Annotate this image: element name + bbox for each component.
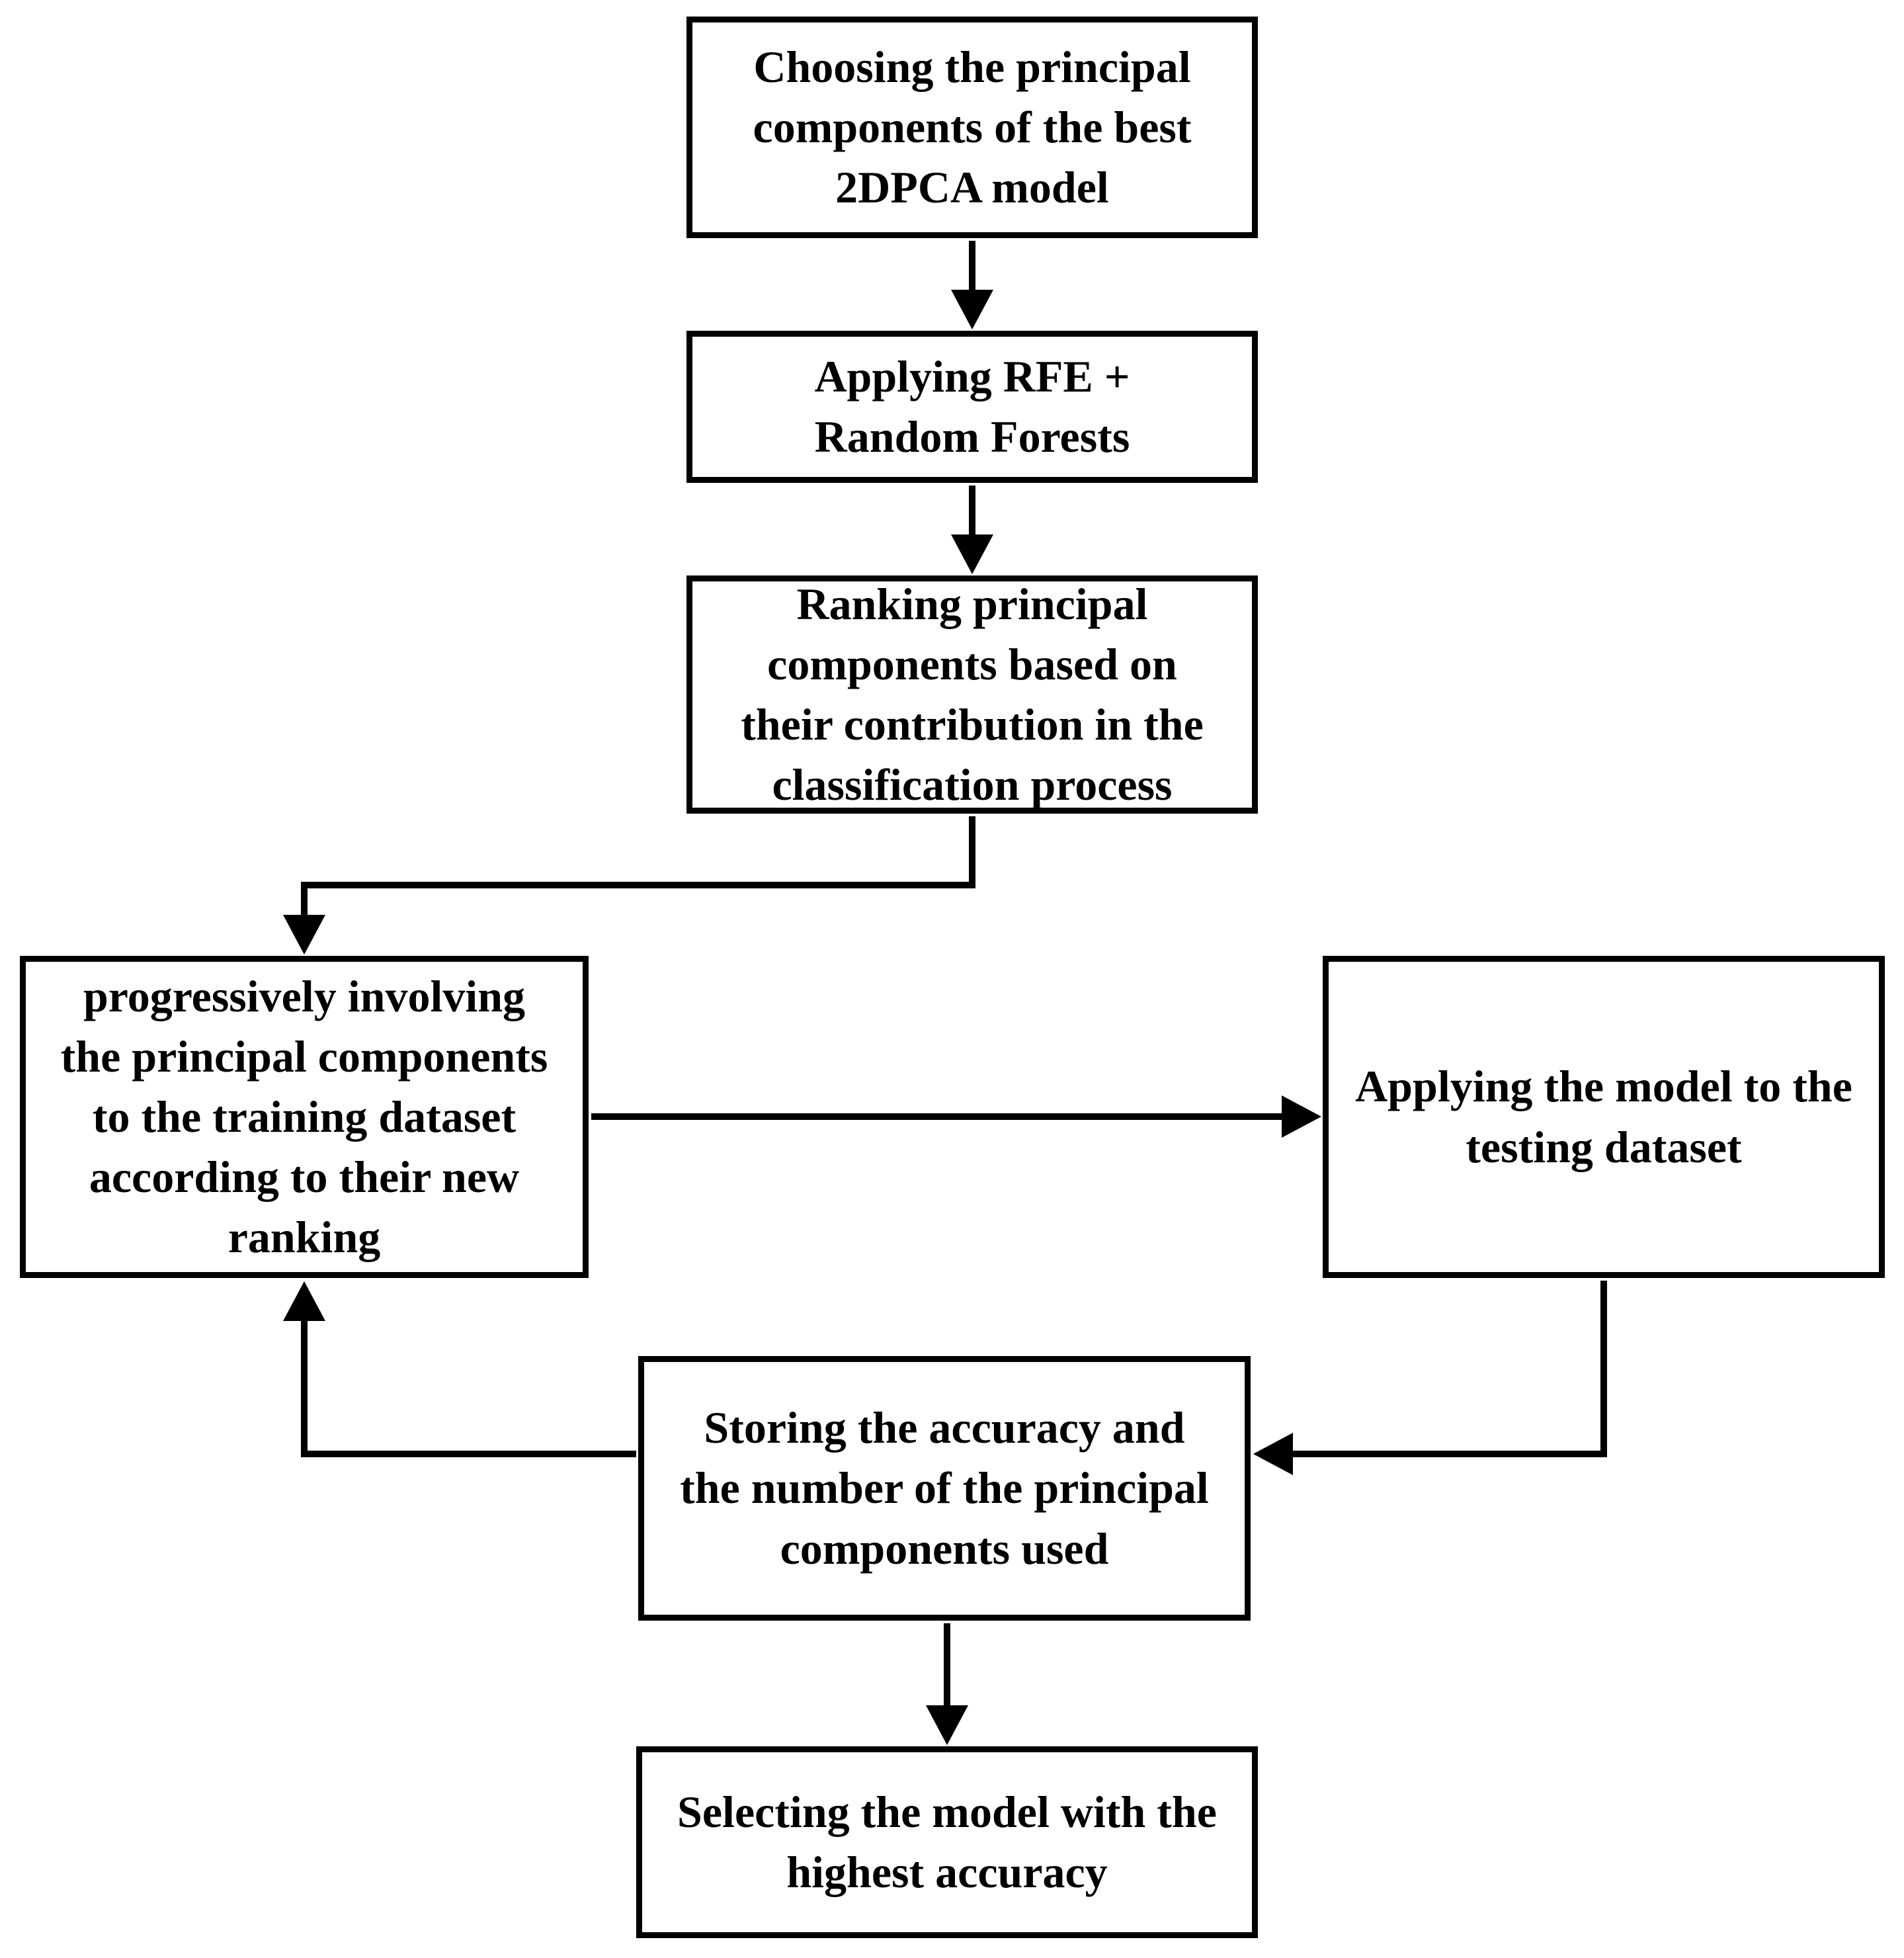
node-ranking-label: Ranking principal components based on th… [741, 578, 1204, 810]
arrow-choosing-to-rfe [951, 241, 993, 329]
node-storing-label: Storing the accuracy and the number of t… [680, 1402, 1209, 1574]
arrow-progressive-to-testing [591, 1095, 1321, 1138]
node-storing-accuracy: Storing the accuracy and the number of t… [638, 1356, 1251, 1621]
arrow-storing-to-selecting [926, 1623, 968, 1745]
node-progressively-involving-components: progressively involving the principal co… [20, 956, 589, 1278]
node-ranking-principal-components: Ranking principal components based on th… [686, 575, 1258, 814]
arrow-testing-to-storing [1253, 1281, 1607, 1475]
node-selecting-best-model: Selecting the model with the highest acc… [636, 1746, 1258, 1938]
node-choosing-label: Choosing the principal components of the… [753, 41, 1192, 213]
node-rfe-label: Applying RFE + Random Forests [814, 351, 1130, 462]
arrow-ranking-to-progressive [283, 816, 975, 955]
arrow-rfe-to-ranking [951, 486, 993, 574]
arrow-storing-to-progressive [283, 1281, 636, 1457]
node-testing-label: Applying the model to the testing datase… [1355, 1061, 1852, 1172]
node-progressive-label: progressively involving the principal co… [60, 970, 548, 1263]
node-choosing-principal-components: Choosing the principal components of the… [686, 17, 1258, 238]
node-applying-model-testing-dataset: Applying the model to the testing datase… [1323, 956, 1885, 1278]
node-applying-rfe-random-forests: Applying RFE + Random Forests [686, 331, 1258, 483]
node-selecting-label: Selecting the model with the highest acc… [677, 1786, 1217, 1897]
